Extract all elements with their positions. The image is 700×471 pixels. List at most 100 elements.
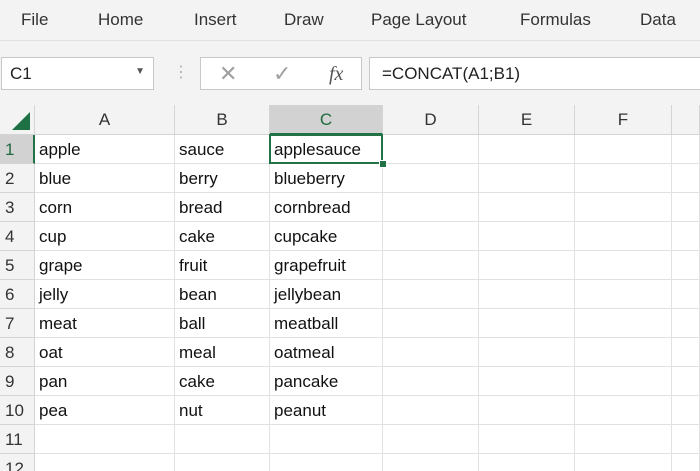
cell-f7[interactable] (575, 309, 672, 338)
cell-f4[interactable] (575, 222, 672, 251)
cell-partial[interactable] (672, 135, 700, 164)
row-header-9[interactable]: 9 (0, 367, 35, 396)
cell-e2[interactable] (479, 164, 575, 193)
cell-d8[interactable] (383, 338, 479, 367)
cell-c12[interactable] (270, 454, 383, 471)
cell-b3[interactable]: bread (175, 193, 270, 222)
cell-c5[interactable]: grapefruit (270, 251, 383, 280)
name-box[interactable]: C1 ▼ (1, 57, 154, 90)
cell-f6[interactable] (575, 280, 672, 309)
cell-a10[interactable]: pea (35, 396, 175, 425)
menu-formulas[interactable]: Formulas (520, 10, 591, 29)
cell-partial[interactable] (672, 396, 700, 425)
cell-a6[interactable]: jelly (35, 280, 175, 309)
cell-partial[interactable] (672, 251, 700, 280)
row-header-8[interactable]: 8 (0, 338, 35, 367)
cell-e10[interactable] (479, 396, 575, 425)
cell-f11[interactable] (575, 425, 672, 454)
cell-f9[interactable] (575, 367, 672, 396)
cell-e11[interactable] (479, 425, 575, 454)
cell-b2[interactable]: berry (175, 164, 270, 193)
cell-c2[interactable]: blueberry (270, 164, 383, 193)
cell-a1[interactable]: apple (35, 135, 175, 164)
insert-function-icon[interactable]: fx (329, 63, 344, 85)
cell-d12[interactable] (383, 454, 479, 471)
cell-a8[interactable]: oat (35, 338, 175, 367)
cell-c1[interactable]: applesauce (270, 135, 383, 164)
cell-d3[interactable] (383, 193, 479, 222)
cell-a3[interactable]: corn (35, 193, 175, 222)
row-header-3[interactable]: 3 (0, 193, 35, 222)
column-header-e[interactable]: E (479, 105, 575, 135)
formula-input[interactable]: =CONCAT(A1;B1) (369, 57, 700, 90)
cell-c11[interactable] (270, 425, 383, 454)
cell-partial[interactable] (672, 164, 700, 193)
cell-b4[interactable]: cake (175, 222, 270, 251)
cell-b1[interactable]: sauce (175, 135, 270, 164)
cell-a4[interactable]: cup (35, 222, 175, 251)
cell-partial[interactable] (672, 309, 700, 338)
column-header-partial[interactable] (672, 105, 700, 135)
menu-file[interactable]: File (21, 10, 49, 29)
cell-f2[interactable] (575, 164, 672, 193)
cell-c7[interactable]: meatball (270, 309, 383, 338)
cell-d1[interactable] (383, 135, 479, 164)
cell-d7[interactable] (383, 309, 479, 338)
cell-b5[interactable]: fruit (175, 251, 270, 280)
cell-c8[interactable]: oatmeal (270, 338, 383, 367)
cell-e8[interactable] (479, 338, 575, 367)
select-all-button[interactable] (0, 105, 35, 135)
column-header-c[interactable]: C (270, 105, 383, 135)
cell-d11[interactable] (383, 425, 479, 454)
cell-b8[interactable]: meal (175, 338, 270, 367)
row-header-5[interactable]: 5 (0, 251, 35, 280)
row-header-11[interactable]: 11 (0, 425, 35, 454)
cell-d10[interactable] (383, 396, 479, 425)
cell-partial[interactable] (672, 367, 700, 396)
cell-e4[interactable] (479, 222, 575, 251)
fill-handle[interactable] (379, 160, 387, 168)
cancel-icon[interactable]: ✕ (219, 61, 238, 86)
row-header-6[interactable]: 6 (0, 280, 35, 309)
cell-a9[interactable]: pan (35, 367, 175, 396)
cell-partial[interactable] (672, 425, 700, 454)
cell-d6[interactable] (383, 280, 479, 309)
cell-e1[interactable] (479, 135, 575, 164)
cell-d5[interactable] (383, 251, 479, 280)
cell-e3[interactable] (479, 193, 575, 222)
cell-partial[interactable] (672, 193, 700, 222)
cell-a11[interactable] (35, 425, 175, 454)
cell-b6[interactable]: bean (175, 280, 270, 309)
cell-partial[interactable] (672, 222, 700, 251)
cell-e7[interactable] (479, 309, 575, 338)
cell-f10[interactable] (575, 396, 672, 425)
cell-b7[interactable]: ball (175, 309, 270, 338)
cell-f12[interactable] (575, 454, 672, 471)
cell-d4[interactable] (383, 222, 479, 251)
cell-partial[interactable] (672, 280, 700, 309)
cell-e6[interactable] (479, 280, 575, 309)
cell-c6[interactable]: jellybean (270, 280, 383, 309)
row-header-7[interactable]: 7 (0, 309, 35, 338)
row-header-2[interactable]: 2 (0, 164, 35, 193)
row-header-4[interactable]: 4 (0, 222, 35, 251)
chevron-down-icon[interactable]: ▼ (135, 66, 145, 77)
cell-b10[interactable]: nut (175, 396, 270, 425)
cell-f3[interactable] (575, 193, 672, 222)
cell-d2[interactable] (383, 164, 479, 193)
cell-a5[interactable]: grape (35, 251, 175, 280)
cell-e5[interactable] (479, 251, 575, 280)
column-header-d[interactable]: D (383, 105, 479, 135)
cell-a2[interactable]: blue (35, 164, 175, 193)
cell-f8[interactable] (575, 338, 672, 367)
menu-draw[interactable]: Draw (284, 10, 324, 29)
cell-f1[interactable] (575, 135, 672, 164)
drag-handle-icon[interactable]: ⋮ (173, 64, 189, 81)
cell-d9[interactable] (383, 367, 479, 396)
row-header-10[interactable]: 10 (0, 396, 35, 425)
cell-b11[interactable] (175, 425, 270, 454)
cell-e9[interactable] (479, 367, 575, 396)
menu-insert[interactable]: Insert (194, 10, 237, 29)
cell-b12[interactable] (175, 454, 270, 471)
column-header-f[interactable]: F (575, 105, 672, 135)
